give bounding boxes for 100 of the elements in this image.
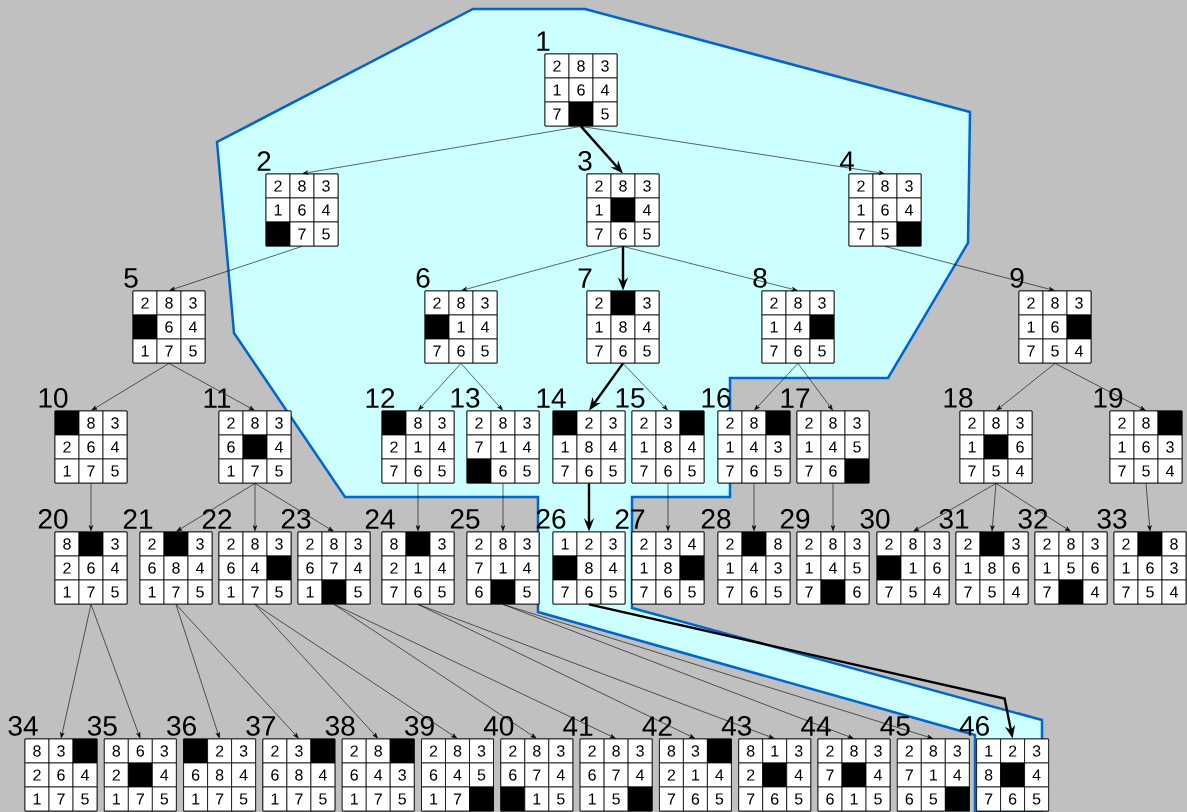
tile: 2 bbox=[738, 762, 764, 788]
tile: 7 bbox=[156, 338, 182, 364]
tile: 1 bbox=[841, 786, 867, 812]
tile: 7 bbox=[1018, 338, 1044, 364]
blank-tile bbox=[707, 738, 732, 764]
tile: 5 bbox=[900, 579, 926, 605]
tile: 6 bbox=[1133, 434, 1159, 460]
tile: 2 bbox=[207, 738, 232, 764]
tile: 6 bbox=[896, 786, 922, 812]
tile: 8 bbox=[785, 290, 811, 316]
tile: 7 bbox=[524, 762, 550, 788]
tile: 2 bbox=[265, 173, 291, 199]
tile: 2 bbox=[876, 531, 902, 557]
tile: 1 bbox=[524, 786, 550, 812]
tile: 8 bbox=[286, 762, 312, 788]
tile: 7 bbox=[631, 579, 657, 605]
tile: 3 bbox=[429, 531, 455, 557]
tile: 2 bbox=[955, 531, 981, 557]
state-number: 13 bbox=[451, 388, 480, 408]
tile: 7 bbox=[1034, 579, 1060, 605]
tile: 6 bbox=[1082, 555, 1108, 581]
tile: 5 bbox=[765, 579, 791, 605]
tile: 6 bbox=[844, 579, 870, 605]
tile: 6 bbox=[48, 762, 74, 788]
node-label: 7 bbox=[215, 793, 224, 805]
tile: 3 bbox=[187, 531, 213, 557]
blank-tile bbox=[820, 579, 846, 605]
blank-tile bbox=[321, 579, 347, 605]
tile: 5 bbox=[1058, 555, 1084, 581]
tile: 1 bbox=[683, 762, 708, 788]
tile: 1 bbox=[959, 434, 985, 460]
state-number: 34 bbox=[8, 716, 38, 736]
tile: 3 bbox=[809, 290, 835, 316]
tile: 8 bbox=[979, 555, 1005, 581]
tile: 2 bbox=[1034, 531, 1060, 557]
tile: 4 bbox=[1003, 579, 1029, 605]
tile: 6 bbox=[289, 197, 315, 223]
arrow bbox=[622, 246, 798, 292]
tile: 6 bbox=[741, 458, 767, 484]
tile: 6 bbox=[610, 338, 636, 364]
tile: 8 bbox=[365, 738, 391, 764]
arrow bbox=[580, 126, 885, 175]
tile: 8 bbox=[659, 738, 684, 764]
tile: 3 bbox=[655, 531, 681, 557]
tile: 3 bbox=[472, 290, 498, 316]
tile: 5 bbox=[514, 579, 540, 605]
tile: 5 bbox=[983, 458, 1009, 484]
blank-tile bbox=[552, 555, 578, 581]
tile: 3 bbox=[627, 738, 653, 764]
tile: 2 bbox=[54, 555, 80, 581]
tile: 2 bbox=[631, 410, 657, 436]
state-number: 35 bbox=[87, 716, 117, 736]
state-number: 40 bbox=[483, 716, 514, 736]
blank-tile bbox=[679, 410, 705, 436]
tile: 2 bbox=[586, 290, 612, 316]
node-label: 1 bbox=[430, 793, 438, 805]
tile: 7 bbox=[796, 579, 822, 605]
tile: 5 bbox=[679, 579, 705, 605]
tile: 4 bbox=[1066, 338, 1092, 364]
tile: 5 bbox=[389, 786, 415, 812]
tile: 2 bbox=[659, 762, 684, 788]
tile: 2 bbox=[218, 410, 244, 436]
node-label: 1 bbox=[192, 793, 200, 805]
tile: 8 bbox=[1058, 531, 1084, 557]
tile: 4 bbox=[1082, 579, 1108, 605]
state-number: 32 bbox=[1018, 509, 1048, 529]
tile: 5 bbox=[310, 786, 336, 812]
tile: 6 bbox=[610, 221, 636, 247]
tile: 3 bbox=[786, 738, 812, 764]
tile: 4 bbox=[865, 762, 891, 788]
tile: 1 bbox=[405, 555, 431, 581]
tile: 6 bbox=[297, 555, 323, 581]
tile: 1 bbox=[762, 738, 788, 764]
blank-tile bbox=[610, 290, 636, 316]
tile: 8 bbox=[405, 410, 431, 436]
tile: 8 bbox=[381, 531, 407, 557]
blank-tile bbox=[163, 531, 189, 557]
arrow bbox=[415, 483, 421, 531]
tile: 3 bbox=[1066, 290, 1092, 316]
state-number: 18 bbox=[944, 388, 973, 408]
arrow bbox=[500, 483, 506, 531]
tile: 7 bbox=[445, 786, 470, 812]
tile: 4 bbox=[785, 314, 811, 340]
node-label: 1 bbox=[271, 793, 279, 805]
blank-tile bbox=[1137, 531, 1163, 557]
state-number: 2 bbox=[257, 151, 271, 171]
tile: 7 bbox=[955, 579, 981, 605]
tile: 5 bbox=[600, 458, 626, 484]
tile: 2 bbox=[1018, 290, 1044, 316]
tile: 8 bbox=[576, 555, 602, 581]
state-number: 33 bbox=[1097, 509, 1127, 529]
state-number: 22 bbox=[202, 509, 232, 529]
tile: 8 bbox=[1042, 290, 1068, 316]
arrow bbox=[751, 483, 757, 531]
tile: 1 bbox=[132, 338, 158, 364]
tile: 5 bbox=[72, 786, 98, 812]
tile: 5 bbox=[865, 786, 891, 812]
tile: 6 bbox=[820, 458, 846, 484]
tile: 2 bbox=[1109, 410, 1135, 436]
tile: 3 bbox=[634, 290, 660, 316]
